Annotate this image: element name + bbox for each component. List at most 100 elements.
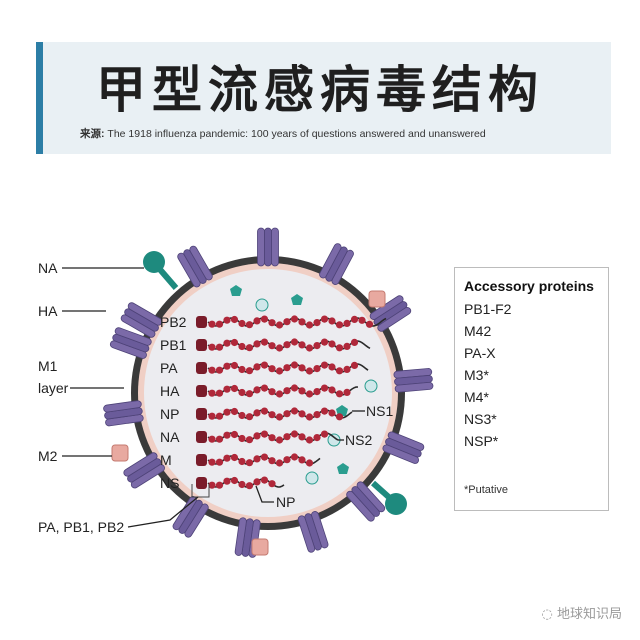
header-accent-bar bbox=[36, 42, 43, 154]
np-bead bbox=[260, 407, 269, 415]
label-ha: HA bbox=[38, 303, 58, 319]
m2-channel bbox=[251, 538, 269, 556]
np-bead bbox=[238, 342, 246, 351]
np-bead bbox=[305, 321, 314, 329]
np-bead bbox=[238, 457, 246, 466]
np-bead bbox=[350, 315, 359, 323]
np-bead bbox=[290, 430, 299, 438]
segment-label: NA bbox=[160, 429, 180, 445]
np-bead bbox=[230, 453, 239, 462]
segment-label: PB2 bbox=[160, 314, 187, 330]
polymerase-bracket bbox=[191, 484, 210, 498]
np-bead bbox=[260, 338, 269, 346]
np-bead bbox=[253, 478, 261, 486]
ha-spike bbox=[257, 227, 279, 267]
np-bead bbox=[245, 413, 254, 421]
np-bead bbox=[298, 410, 306, 418]
np-bead bbox=[223, 477, 231, 485]
np-bead bbox=[215, 366, 224, 374]
ha-spikes bbox=[103, 227, 434, 558]
np-bead bbox=[253, 409, 261, 417]
label-np: NP bbox=[276, 494, 295, 510]
polymerase-complex bbox=[196, 316, 207, 328]
np-bead bbox=[260, 453, 269, 461]
np-bead bbox=[215, 320, 224, 328]
watermark: ◌ 地球知识局 bbox=[542, 603, 623, 622]
np-bead bbox=[275, 321, 284, 329]
np-bead bbox=[335, 390, 344, 398]
np-bead bbox=[238, 411, 246, 420]
np-bead bbox=[253, 386, 261, 394]
np-bead bbox=[245, 436, 254, 444]
np-bead bbox=[320, 430, 329, 438]
np-bead bbox=[335, 321, 344, 329]
np-bead bbox=[245, 321, 254, 329]
np-bead bbox=[298, 364, 306, 372]
legend-item: NS3* bbox=[464, 411, 497, 427]
np-bead bbox=[358, 316, 366, 324]
polymerase-complex bbox=[196, 385, 207, 397]
label-polymerase: PA, PB1, PB2 bbox=[38, 519, 124, 535]
np-bead bbox=[275, 459, 284, 467]
header-banner bbox=[36, 42, 611, 154]
np-bead bbox=[260, 361, 269, 369]
np-bead bbox=[253, 363, 261, 371]
source-prefix: 来源: bbox=[80, 128, 105, 140]
ha-spike bbox=[172, 496, 209, 538]
np-bead bbox=[215, 343, 224, 351]
polymerase-complex bbox=[196, 431, 207, 443]
np-bead bbox=[275, 436, 284, 444]
np-bead bbox=[343, 388, 351, 396]
ha-spike bbox=[177, 245, 213, 288]
np-bead bbox=[283, 341, 291, 349]
np-bead bbox=[245, 344, 254, 352]
np-bead bbox=[208, 412, 216, 420]
np-bead bbox=[313, 434, 321, 442]
label-na: NA bbox=[38, 260, 58, 276]
segment-label: PA bbox=[160, 360, 178, 376]
np-bead bbox=[208, 389, 216, 397]
np-bead bbox=[253, 340, 261, 348]
label-m1-layer: layer bbox=[38, 380, 69, 396]
ns2-proteins bbox=[255, 298, 378, 485]
np-bead bbox=[298, 433, 306, 441]
np-bead bbox=[305, 367, 314, 375]
np-bead bbox=[223, 362, 231, 370]
np-bead bbox=[238, 480, 246, 489]
ha-spike bbox=[123, 452, 165, 489]
na-protein bbox=[370, 480, 407, 515]
np-bead bbox=[313, 319, 321, 327]
np-bead bbox=[275, 344, 284, 352]
np-bead bbox=[230, 315, 239, 324]
np-bead bbox=[223, 408, 231, 416]
page-title: 甲型流感病毒结构 bbox=[96, 61, 544, 119]
np-bead bbox=[245, 367, 254, 375]
np-bead bbox=[320, 407, 329, 415]
np-bead bbox=[215, 389, 224, 397]
np-bead bbox=[320, 338, 329, 346]
np-bead bbox=[335, 344, 344, 352]
np-bead bbox=[268, 480, 276, 488]
ha-spike bbox=[393, 368, 434, 393]
ha-spike bbox=[369, 295, 412, 332]
rna-segments bbox=[196, 315, 387, 490]
legend-item: PA-X bbox=[464, 345, 496, 361]
legend-item: PB1-F2 bbox=[464, 301, 512, 317]
np-bead bbox=[350, 361, 359, 369]
np-bead bbox=[290, 384, 299, 392]
np-bead bbox=[305, 459, 314, 467]
np-bead bbox=[350, 338, 359, 346]
np-bead bbox=[230, 430, 239, 439]
ha-spike bbox=[109, 327, 152, 359]
np-bead bbox=[320, 361, 329, 369]
np-bead bbox=[223, 431, 231, 439]
np-bead bbox=[275, 390, 284, 398]
ha-spike bbox=[120, 302, 163, 338]
polymerase-complex bbox=[196, 408, 207, 420]
np-bead bbox=[253, 317, 261, 325]
np-bead bbox=[275, 413, 284, 421]
np-bead bbox=[268, 411, 276, 419]
ha-spike bbox=[346, 481, 386, 522]
